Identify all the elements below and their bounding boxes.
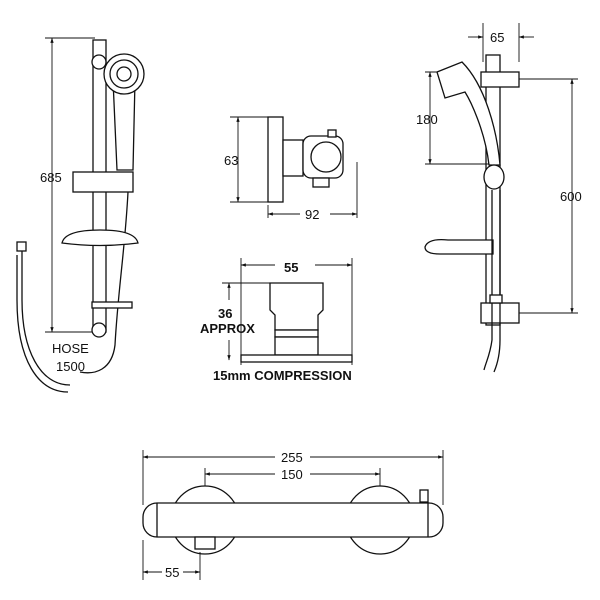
outlet-height-label: 36 <box>218 306 232 321</box>
hose-connector <box>16 241 27 252</box>
handset-side <box>436 61 501 166</box>
wall-plate <box>267 116 284 203</box>
outlet-thread <box>312 177 330 188</box>
riser-rail-front-view: 685 HOSE 1500 <box>16 37 145 393</box>
outlet-body <box>269 282 324 331</box>
hose-side <box>483 190 493 371</box>
slider-side <box>483 164 505 190</box>
height-label: 685 <box>40 170 62 185</box>
valve-bar <box>142 502 444 538</box>
overall-width-label: 255 <box>281 450 303 465</box>
hose-label: HOSE <box>52 341 89 356</box>
top-bracket <box>91 54 107 70</box>
soap-dish <box>61 229 139 247</box>
thermostatic-valve-front-view: 255 150 55 <box>142 450 444 580</box>
hose-left <box>21 251 71 386</box>
outlet-elbow-view: 55 36 APPROX 15mm COMPRESSION <box>200 258 353 383</box>
valve-height-label: 63 <box>224 153 238 168</box>
union-nut <box>282 139 304 177</box>
hose-right <box>79 191 129 374</box>
valve-depth-label: 92 <box>305 207 319 222</box>
riser-rail-side <box>485 54 501 326</box>
outlet-base <box>240 354 353 363</box>
riser-rail-side-view: 65 600 180 <box>416 23 582 373</box>
valve-side-view: 63 92 <box>224 116 358 222</box>
centres-label: 150 <box>281 467 303 482</box>
outlet-connector <box>194 536 216 550</box>
rail-width-label: 65 <box>490 30 504 45</box>
rail-length-label: 600 <box>560 189 582 204</box>
handset-length-label: 180 <box>416 112 438 127</box>
top-bracket-side <box>480 71 520 88</box>
bottom-bracket <box>91 322 107 338</box>
hose-retainer <box>91 301 133 309</box>
outlet-offset-label: 55 <box>165 565 179 580</box>
outlet-height-note: APPROX <box>200 321 255 336</box>
soap-dish-side <box>424 239 494 255</box>
outlet-width-label: 55 <box>284 260 298 275</box>
hose-length-label: 1500 <box>56 359 85 374</box>
slider <box>72 171 134 193</box>
connection-label: 15mm COMPRESSION <box>213 368 352 383</box>
